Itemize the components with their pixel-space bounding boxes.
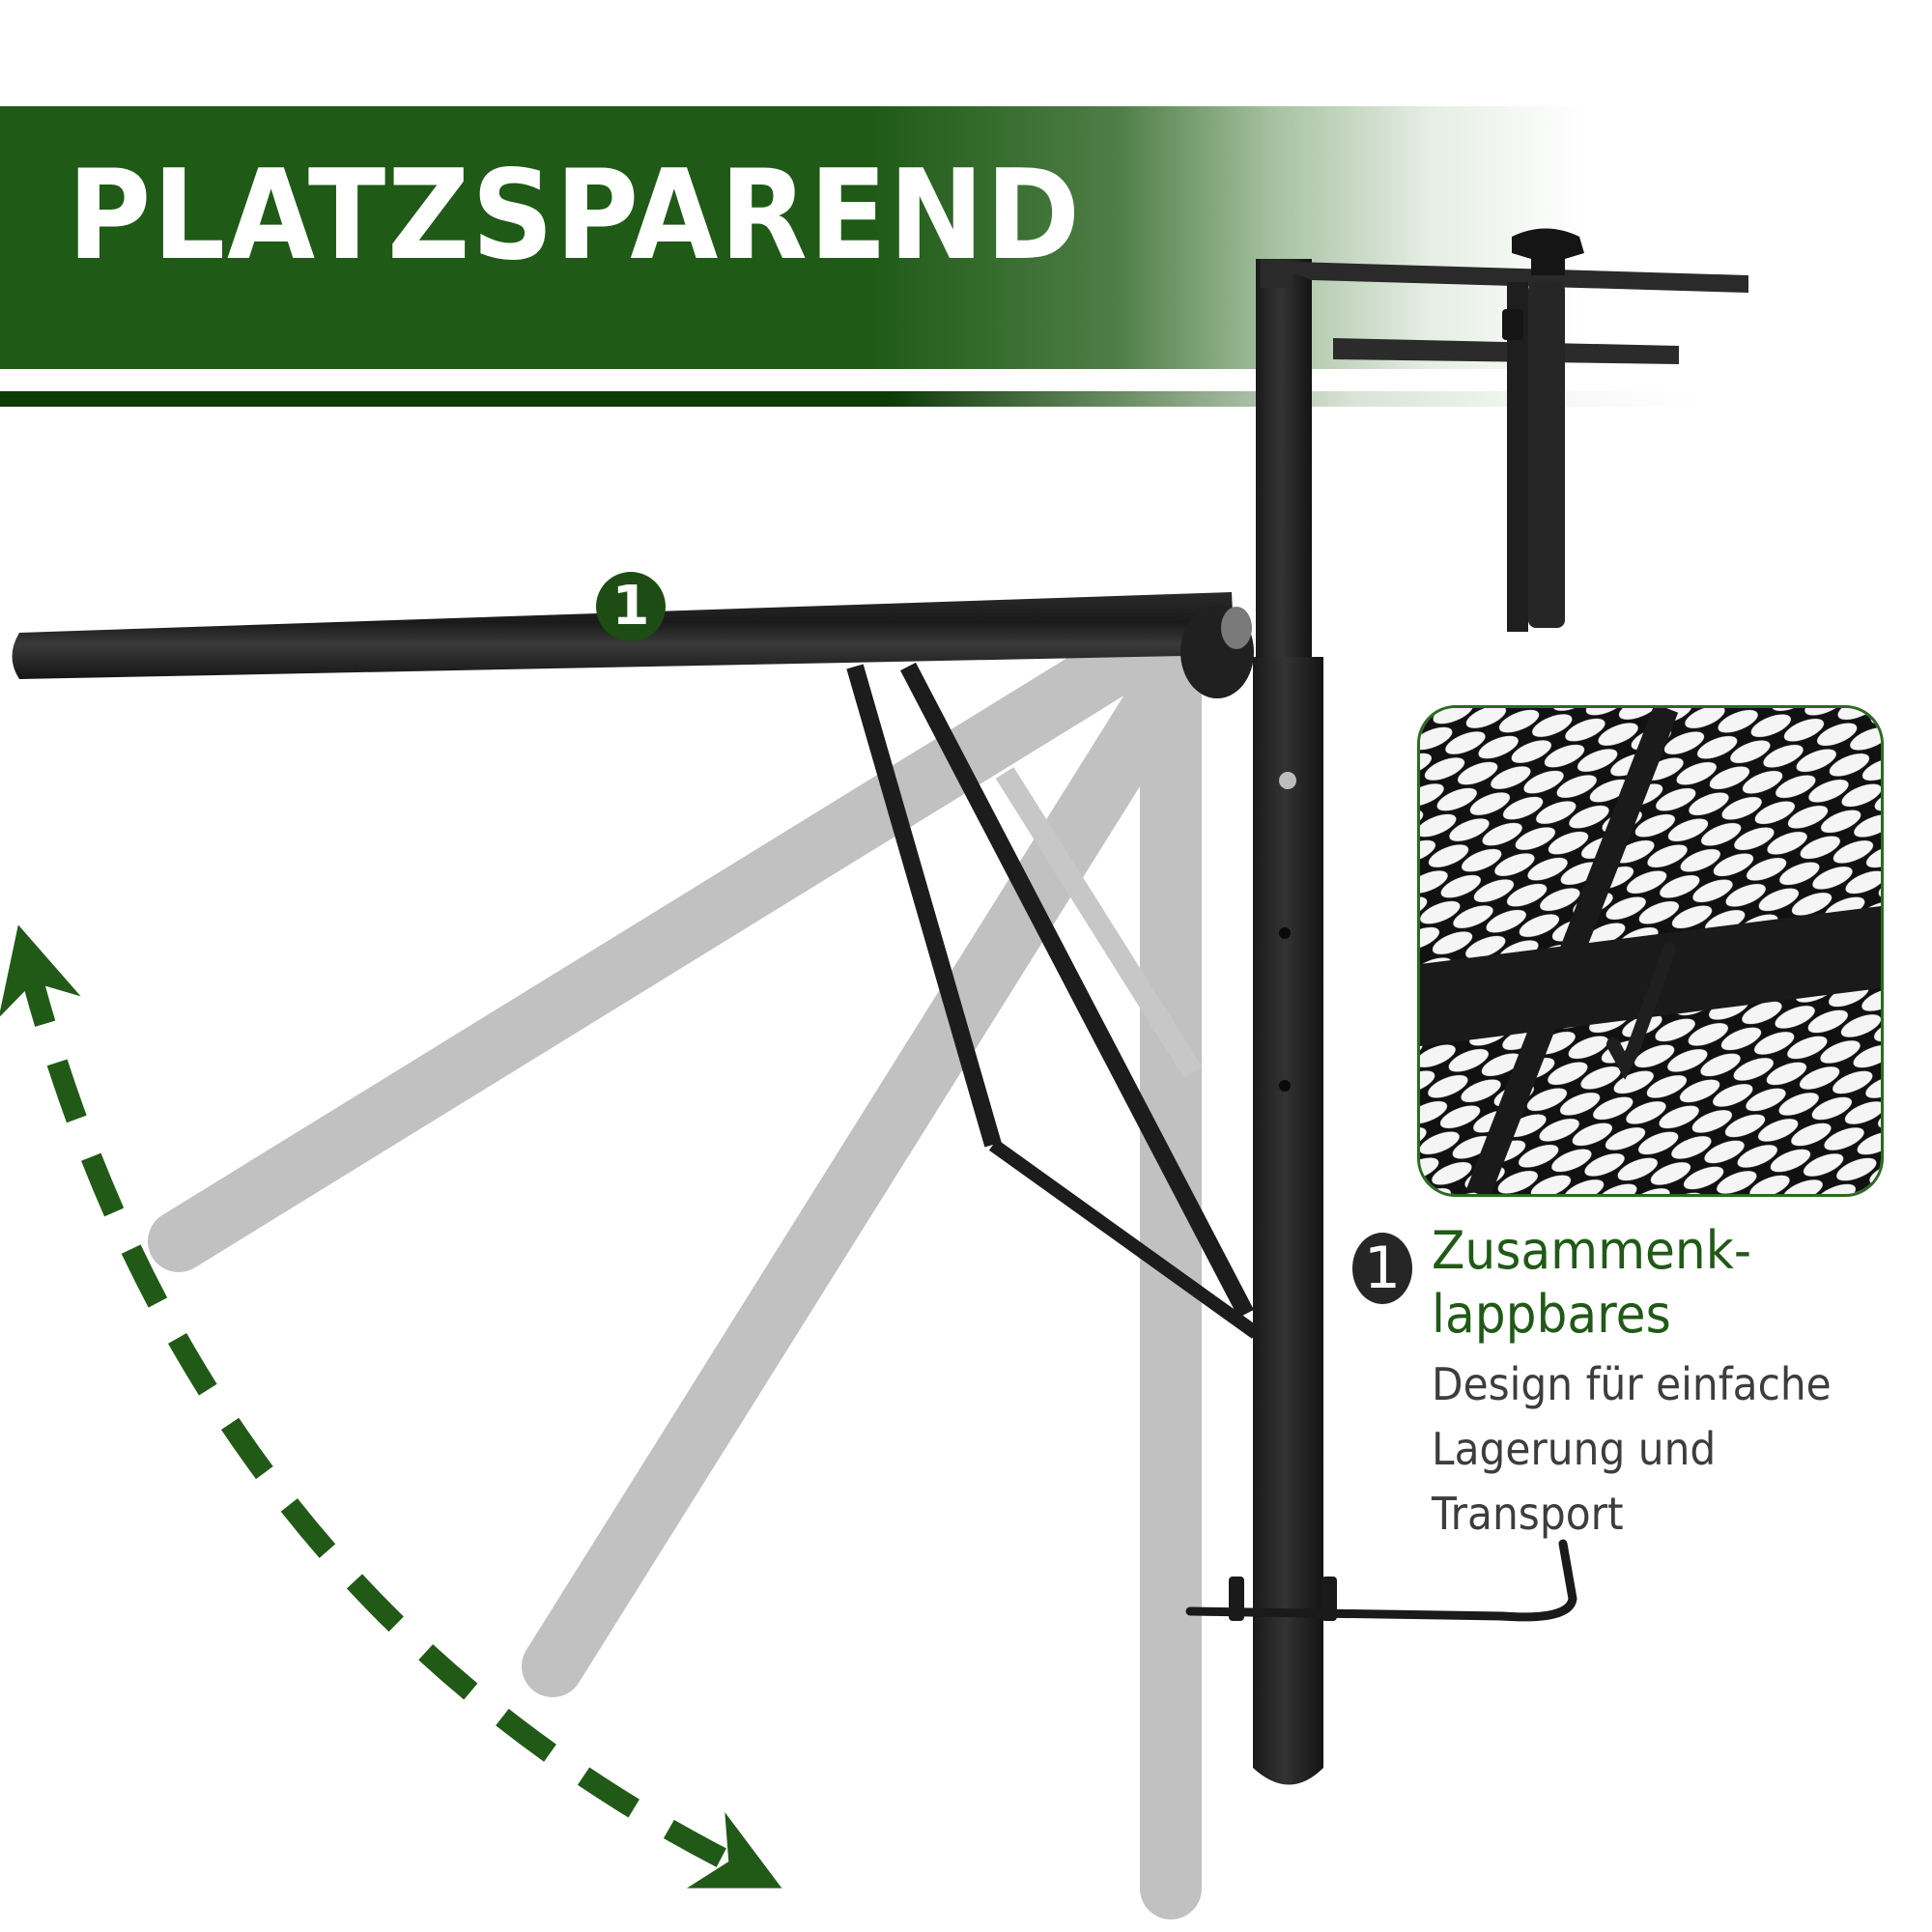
banner-title: PLATZSPAREND <box>68 144 1083 288</box>
arm-callout-badge: 1 <box>596 572 666 641</box>
feature-title-line-1: Zusammenk- <box>1432 1220 1751 1281</box>
feature-desc-line-1: Design für einfache <box>1432 1358 1832 1410</box>
ghost-arm-positions <box>148 607 1209 1919</box>
feature-description: Design für einfache Lagerung und Transpo… <box>1432 1352 1832 1547</box>
feature-desc-line-3: Transport <box>1432 1488 1624 1540</box>
feature-number-badge: 1 <box>1352 1233 1412 1304</box>
mesh-pattern-image <box>1420 708 1881 1194</box>
banner-underline <box>0 391 1932 407</box>
mesh-detail-inset <box>1417 705 1884 1197</box>
feature-title-line-2: lappbares <box>1432 1284 1671 1345</box>
rotation-arrow-icon <box>0 924 782 1889</box>
feature-title: Zusammenk- lappbares <box>1432 1219 1751 1347</box>
header-banner <box>0 106 1932 369</box>
feature-desc-line-2: Lagerung und <box>1432 1423 1717 1475</box>
